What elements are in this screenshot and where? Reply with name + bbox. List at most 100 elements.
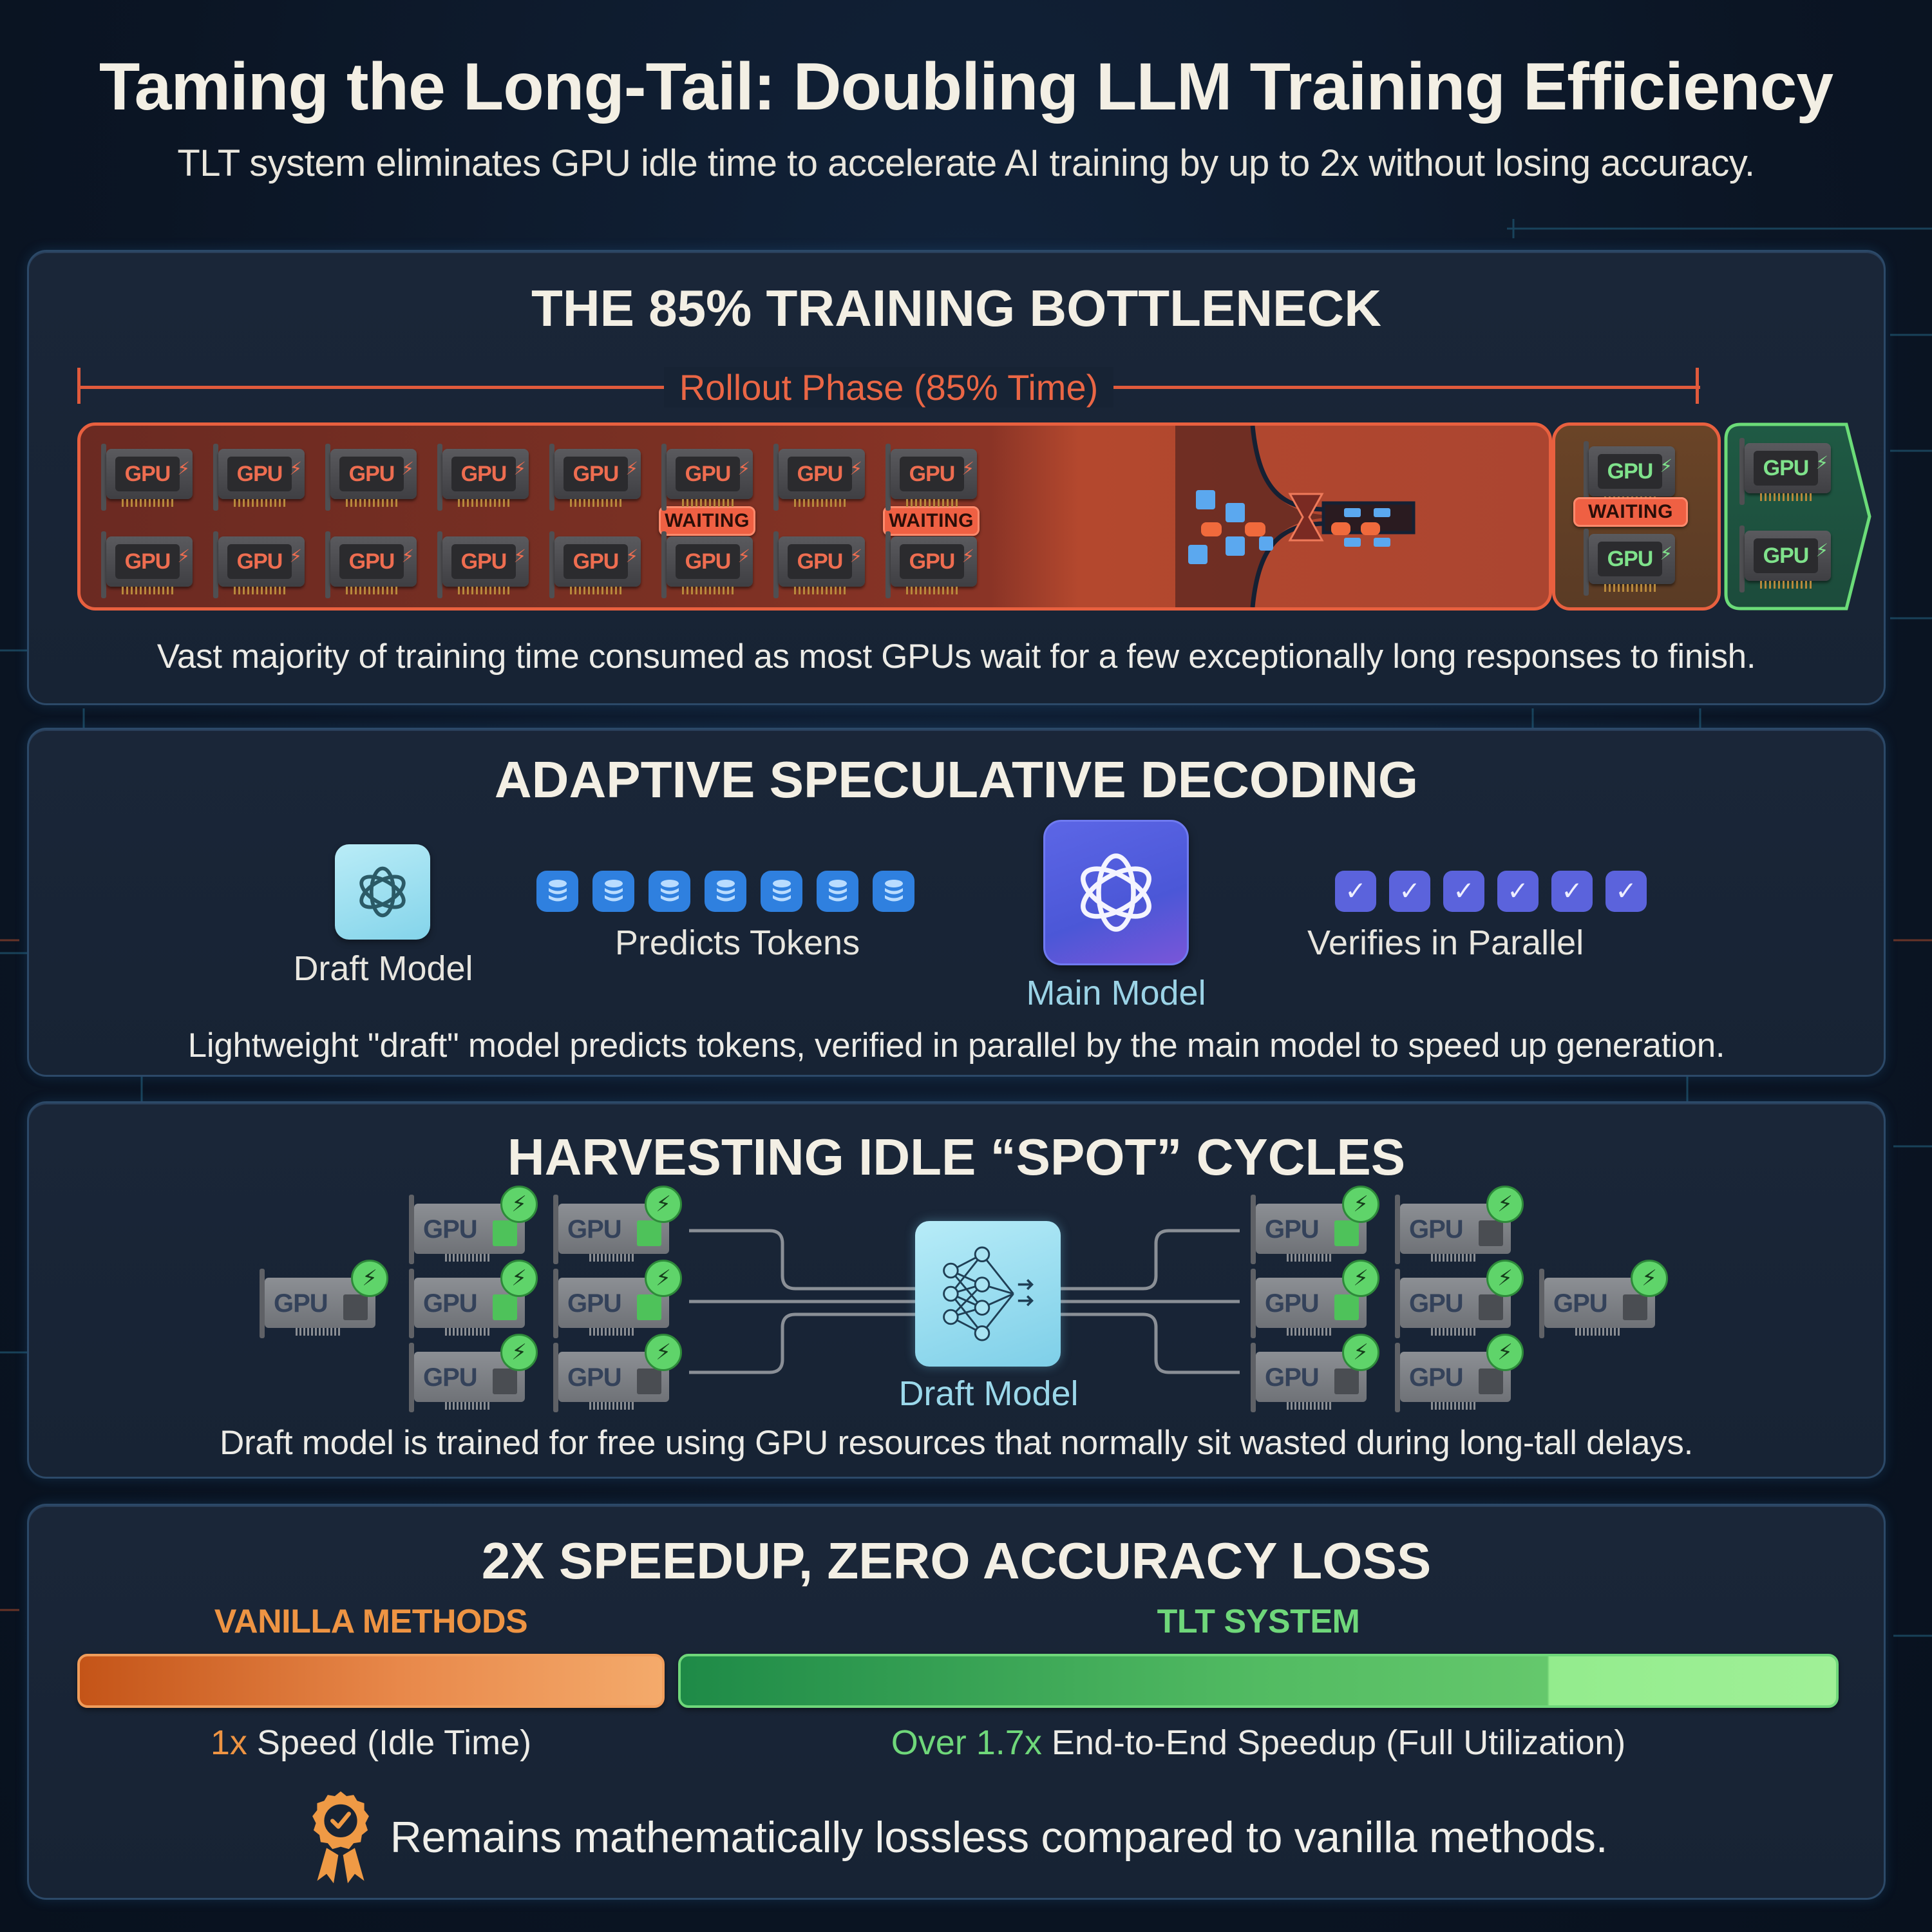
gpu-card-idle: GPU⚡ (883, 444, 980, 511)
predicts-tokens-label: Predicts Tokens (614, 923, 860, 962)
bolt-icon: ⚡ (645, 1260, 682, 1297)
gpu-card-idle: GPU⚡ (99, 531, 195, 598)
vanilla-speed-desc: Speed (Idle Time) (247, 1723, 532, 1762)
tlt-speed-prefix: Over (891, 1723, 976, 1762)
panel-title: 2X SPEEDUP, ZERO ACCURACY LOSS (481, 1532, 1432, 1589)
gpu-card-idle: GPU⚡ (771, 444, 867, 511)
bolt-icon: ⚡ (737, 546, 750, 566)
spot-gpu-card: GPU⚡ (1395, 1186, 1524, 1264)
bolt-icon: ⚡ (1486, 1334, 1524, 1371)
bolt-icon: ⚡ (1486, 1186, 1524, 1223)
waiting-badge: WAITING (1573, 497, 1688, 527)
page-subtitle: TLT system eliminates GPU idle time to a… (177, 142, 1755, 185)
bolt-icon: ⚡ (500, 1260, 538, 1297)
spot-gpu-card: GPU⚡ (1395, 1334, 1524, 1412)
token-stack-icon (536, 871, 578, 912)
harvesting-panel: HARVESTING IDLE “SPOT” CYCLES GPU⚡GPU⚡GP… (27, 1101, 1886, 1479)
gpu-card-idle: GPU⚡ (547, 531, 643, 598)
bolt-icon: ⚡ (1815, 453, 1828, 473)
token-stack-icon (705, 871, 746, 912)
bolt-icon: ⚡ (177, 459, 190, 478)
rollout-end-tick (1696, 368, 1699, 404)
vanilla-speed-value: 1x (210, 1723, 247, 1762)
panel-title: ADAPTIVE SPECULATIVE DECODING (494, 751, 1419, 808)
bolt-icon: ⚡ (289, 459, 302, 478)
main-model-icon (1043, 820, 1189, 965)
draft-model-label: Draft Model (293, 949, 473, 988)
rollout-label: Rollout Phase (85% Time) (663, 367, 1114, 408)
panel-title: THE 85% TRAINING BOTTLENECK (531, 279, 1382, 337)
gpu-card-active: GPU ⚡ (1737, 526, 1833, 592)
bolt-icon: ⚡ (645, 1186, 682, 1223)
model-knot-icon (1081, 853, 1151, 932)
waiting-badge: WAITING (883, 506, 980, 536)
gpu-card-idle: GPU⚡ (99, 444, 195, 511)
spot-gpu-card: GPU⚡ (409, 1260, 538, 1338)
speculative-decoding-panel: ADAPTIVE SPECULATIVE DECODING Draft Mode… (27, 728, 1886, 1077)
lossless-text: Remains mathematically lossless compared… (390, 1813, 1608, 1862)
gpu-card-idle: GPU⚡ (435, 444, 531, 511)
neural-network-icon (943, 1246, 1034, 1341)
token-stack-icon (649, 871, 690, 912)
complete-gpu-group: GPU ⚡ GPU ⚡ (1724, 422, 1872, 611)
vanilla-label: VANILLA METHODS (214, 1603, 528, 1640)
spot-gpu-card: GPU⚡ (409, 1334, 538, 1412)
spot-gpu-card: GPU⚡ (1539, 1260, 1668, 1338)
bolt-icon: ⚡ (401, 459, 414, 478)
tlt-speed-desc: End-to-End Speedup (Full Utilization) (1041, 1723, 1626, 1762)
bolt-icon: ⚡ (737, 459, 750, 478)
bolt-icon: ⚡ (401, 546, 414, 566)
gpu-card-active: GPU ⚡ (1581, 529, 1678, 596)
bolt-icon: ⚡ (1342, 1260, 1379, 1297)
bolt-icon: ⚡ (961, 546, 974, 566)
bottleneck-funnel-icon (1175, 426, 1416, 607)
bolt-icon: ⚡ (177, 546, 190, 566)
draft-model-icon (915, 1221, 1061, 1367)
gpu-card-idle: GPU⚡ (883, 531, 980, 598)
check-icon: ✓ (1443, 871, 1484, 912)
bolt-icon: ⚡ (1660, 456, 1672, 476)
gpu-card-idle: GPU⚡ (435, 531, 531, 598)
bolt-icon: ⚡ (500, 1186, 538, 1223)
main-model-label: Main Model (1026, 974, 1206, 1012)
spot-gpu-card: GPU⚡ (553, 1186, 682, 1264)
page-header: Taming the Long-Tail: Doubling LLM Train… (0, 50, 1932, 185)
gpu-card-idle: GPU⚡ (211, 531, 307, 598)
token-stack-icon (873, 871, 914, 912)
bolt-icon: ⚡ (1342, 1334, 1379, 1371)
connector-lines (689, 1229, 1240, 1374)
speedup-panel: 2X SPEEDUP, ZERO ACCURACY LOSS VANILLA M… (27, 1504, 1886, 1900)
gpu-card-idle: GPU⚡ (659, 444, 755, 511)
check-icon: ✓ (1335, 871, 1376, 912)
check-icon: ✓ (1551, 871, 1593, 912)
bolt-icon: ⚡ (1342, 1186, 1379, 1223)
bolt-icon: ⚡ (849, 459, 862, 478)
predicted-tokens (536, 871, 914, 912)
gpu-card-idle: GPU⚡ (547, 444, 643, 511)
bolt-icon: ⚡ (1815, 540, 1828, 560)
spot-gpu-card: GPU⚡ (1251, 1334, 1379, 1412)
panel-caption: Draft model is trained for free using GP… (219, 1424, 1693, 1462)
bolt-icon: ⚡ (513, 546, 526, 566)
gpu-card-idle: GPU⚡ (323, 531, 419, 598)
bolt-icon: ⚡ (645, 1334, 682, 1371)
spot-gpu-card: GPU⚡ (1251, 1260, 1379, 1338)
gpu-card-active: GPU ⚡ (1737, 438, 1833, 505)
bolt-icon: ⚡ (1486, 1260, 1524, 1297)
award-badge-icon (312, 1791, 369, 1884)
spot-gpu-card: GPU⚡ (553, 1260, 682, 1338)
waiting-gpu-group: GPU ⚡ WAITING GPU ⚡ (1552, 422, 1721, 611)
bolt-icon: ⚡ (500, 1334, 538, 1371)
check-icon: ✓ (1389, 871, 1430, 912)
draft-model-icon (335, 844, 430, 940)
bolt-icon: ⚡ (289, 546, 302, 566)
panel-title: HARVESTING IDLE “SPOT” CYCLES (507, 1128, 1406, 1186)
check-icon: ✓ (1605, 871, 1647, 912)
gpu-card-idle: GPU⚡ (211, 444, 307, 511)
spot-gpu-card: GPU⚡ (409, 1186, 538, 1264)
bottleneck-panel: THE 85% TRAINING BOTTLENECK Rollout Phas… (27, 250, 1886, 705)
token-stack-icon (817, 871, 858, 912)
gpu-card-idle: GPU⚡ (659, 531, 755, 598)
